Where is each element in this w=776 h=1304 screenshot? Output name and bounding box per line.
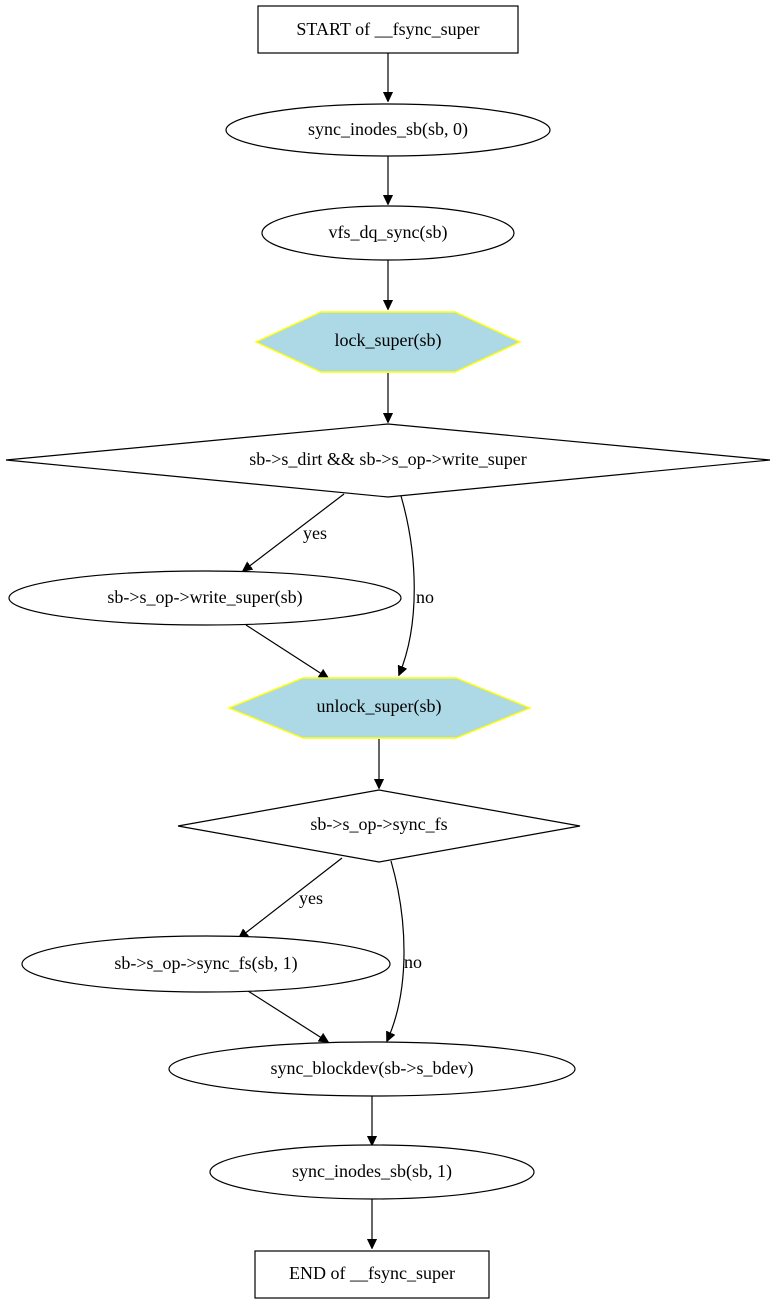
edge-check-dirt-yes [243,493,345,571]
node-start: START of __fsync_super [257,5,519,54]
node-lock-super-label: lock_super(sb) [335,330,442,351]
node-write-super-label: sb->s_op->write_super(sb) [107,587,302,608]
edge-label-dirt-no: no [416,587,434,607]
node-end-label: END of __fsync_super [289,1263,455,1283]
node-sync-inodes-0: sync_inodes_sb(sb, 0) [225,103,551,157]
node-start-label: START of __fsync_super [296,19,479,39]
edge-label-syncfs-yes: yes [299,888,323,908]
node-lock-super: lock_super(sb) [254,311,522,373]
node-unlock-super: unlock_super(sb) [227,677,532,739]
edge-check-sync-fs-no [387,860,405,1041]
node-vfs-dq-sync-label: vfs_dq_sync(sb) [329,222,448,243]
edges [239,53,415,1248]
node-sync-inodes-0-label: sync_inodes_sb(sb, 0) [308,119,468,140]
node-sync-blockdev: sync_blockdev(sb->s_bdev) [168,1041,576,1097]
node-check-sync-fs: sb->s_op->sync_fs [177,789,581,863]
node-sync-fs: sb->s_op->sync_fs(sb, 1) [21,935,391,993]
edge-sync-fs-to-sync-blockdev [247,990,328,1042]
node-sync-fs-label: sb->s_op->sync_fs(sb, 1) [114,953,297,974]
edge-label-syncfs-no: no [404,952,422,972]
node-end: END of __fsync_super [254,1250,490,1299]
node-check-dirt-label: sb->s_dirt && sb->s_op->write_super [249,449,526,469]
node-sync-inodes-1-label: sync_inodes_sb(sb, 1) [292,1161,452,1182]
node-vfs-dq-sync: vfs_dq_sync(sb) [261,205,515,261]
node-sync-inodes-1: sync_inodes_sb(sb, 1) [209,1144,535,1200]
edge-write-super-to-unlock-super [245,624,328,678]
node-unlock-super-label: unlock_super(sb) [317,696,442,717]
edge-check-dirt-no [399,495,415,675]
edge-check-sync-fs-yes [239,857,343,938]
edge-label-dirt-yes: yes [303,523,327,543]
node-write-super: sb->s_op->write_super(sb) [8,570,402,626]
node-check-dirt: sb->s_dirt && sb->s_op->write_super [5,423,771,498]
node-sync-blockdev-label: sync_blockdev(sb->s_bdev) [270,1058,473,1079]
node-check-sync-fs-label: sb->s_op->sync_fs [310,814,447,834]
